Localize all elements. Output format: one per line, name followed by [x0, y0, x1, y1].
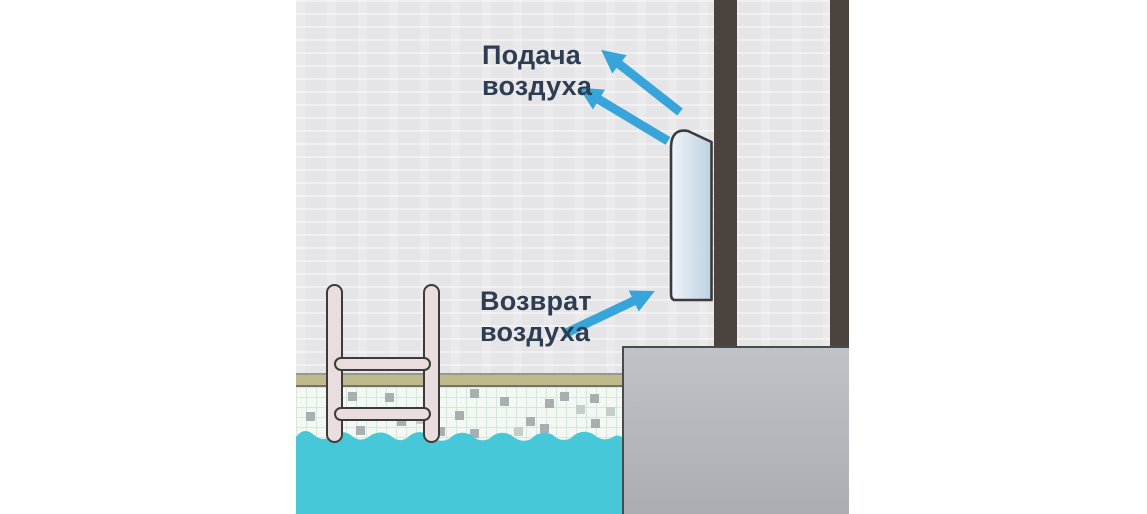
wall-pillar-right [830, 0, 849, 347]
air-return-label: Возврат воздуха [480, 286, 592, 347]
air-supply-label: Подача воздуха [482, 40, 593, 101]
light-mosaic-tiles [296, 387, 305, 396]
wall-pillar-front [714, 0, 737, 347]
pool-deck-edge [296, 373, 622, 387]
dehumidifier-unit [669, 129, 713, 302]
floor-platform [622, 346, 849, 514]
pool-room-diagram: Подача воздуха Возврат воздуха [296, 0, 849, 514]
pool-water [296, 430, 622, 514]
